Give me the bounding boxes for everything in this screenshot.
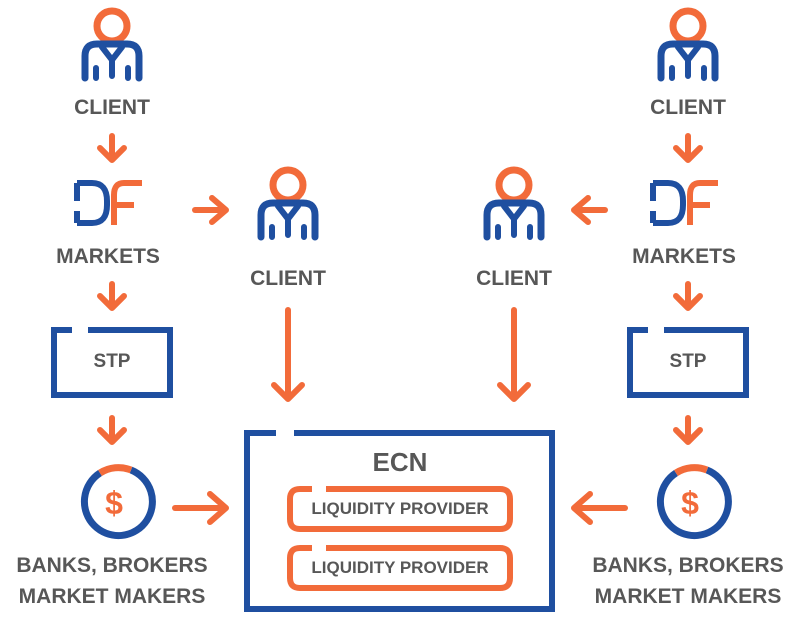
left-arrow-banks-to-ecn (172, 491, 229, 525)
left-banks-label: BANKS, BROKERS MARKET MAKERS (16, 550, 207, 612)
left-markets-label: MARKETS (56, 245, 160, 268)
left-dollar-icon: $ (105, 485, 123, 521)
left-arrow-client-to-markets (100, 136, 124, 160)
left-stp-box (51, 327, 173, 398)
left-arrow-markets-to-stp (100, 284, 124, 308)
right-stp-label: STP (669, 351, 707, 372)
center-left-client-icon (261, 170, 315, 237)
right-dollar-circle-icon (656, 464, 732, 540)
left-markets-logo-icon (77, 183, 142, 225)
right-markets-logo-icon (653, 183, 718, 225)
center-left-client-label: CLIENT (250, 267, 326, 290)
left-client-label: CLIENT (74, 96, 150, 119)
center-right-client-label: CLIENT (476, 267, 552, 290)
left-client-icon (85, 11, 139, 78)
ecn-box (244, 430, 555, 612)
right-stp-box (627, 327, 749, 398)
right-client-label: CLIENT (650, 96, 726, 119)
left-arrow-markets-to-client (192, 195, 229, 225)
right-arrow-markets-to-client (571, 195, 608, 225)
right-arrow-markets-to-stp (676, 284, 700, 308)
right-arrow-client-to-markets (676, 136, 700, 160)
right-banks-line-1: BANKS, BROKERS (592, 554, 784, 577)
left-banks-line-1: BANKS, BROKERS (16, 554, 208, 577)
liquidity-provider-label-2: LIQUIDITY PROVIDER (311, 558, 489, 577)
right-banks-label: BANKS, BROKERS MARKET MAKERS (592, 550, 783, 612)
left-stp-label: STP (93, 351, 131, 372)
right-client-icon (661, 11, 715, 78)
center-right-client-icon (487, 170, 541, 237)
liquidity-provider-label-1: LIQUIDITY PROVIDER (311, 499, 489, 518)
center-left-arrow-to-ecn (271, 307, 305, 402)
left-dollar-circle-icon (80, 464, 156, 540)
left-arrow-stp-to-banks (100, 418, 124, 442)
right-arrow-stp-to-banks (676, 418, 700, 442)
liquidity-provider-box-1 (287, 486, 513, 532)
right-dollar-icon: $ (681, 485, 699, 521)
left-banks-line-2: MARKET MAKERS (18, 585, 206, 608)
ecn-title: ECN (372, 447, 428, 477)
center-right-arrow-to-ecn (497, 307, 531, 402)
right-banks-line-2: MARKET MAKERS (594, 585, 782, 608)
right-markets-label: MARKETS (632, 245, 736, 268)
liquidity-provider-box-2 (287, 545, 513, 591)
right-arrow-banks-to-ecn (571, 491, 628, 525)
